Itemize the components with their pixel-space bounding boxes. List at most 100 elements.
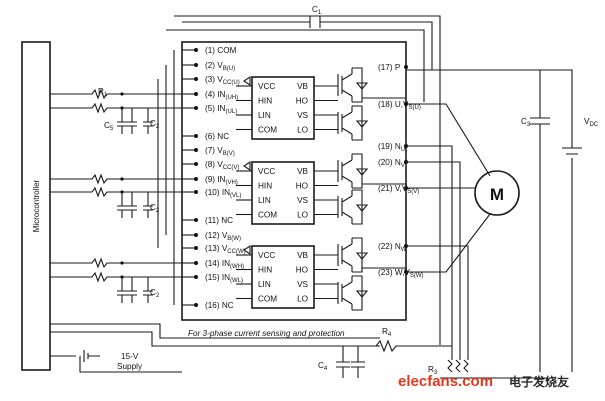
- gate-driver-3: [251, 245, 315, 309]
- right-pin-18: (18) U,VS(U): [378, 100, 421, 111]
- top-bus-outer: [174, 15, 441, 345]
- gate-driver-2: [251, 161, 315, 225]
- right-pin-23: (23) W,VS(W): [378, 268, 424, 279]
- sensing-bus-2: [50, 331, 380, 347]
- left-pin-2: (2) VB(U): [205, 61, 235, 72]
- r3-label: R3: [428, 365, 438, 376]
- input-capacitor: [117, 277, 127, 303]
- driver-pin-left: LIN: [258, 196, 271, 205]
- driver-pin-left: COM: [258, 126, 277, 135]
- motor-symbol: [474, 170, 520, 216]
- left-pin-15: (15) IN(WL): [205, 273, 243, 284]
- nv-line: [406, 161, 461, 360]
- igbt-2-high: [337, 153, 369, 189]
- nw-line: [406, 245, 469, 360]
- motor-label: M: [490, 185, 504, 204]
- right-pin-labels: (17) P(18) U,VS(U)(19) NU(20) NV(21) V,V…: [378, 63, 424, 279]
- igbt-1-high: [337, 67, 369, 103]
- input-line: [50, 257, 182, 269]
- input-line: [50, 271, 182, 283]
- left-pin-10: (10) IN(VL): [205, 188, 241, 199]
- junction-dot: [120, 261, 124, 265]
- igbt-2-low: [337, 189, 369, 225]
- input-capacitor: [127, 108, 137, 134]
- driver-pin-left: HIN: [258, 182, 272, 191]
- input-line: [50, 186, 182, 198]
- c1-wire: [182, 21, 433, 70]
- driver-pin-right: HO: [296, 266, 308, 275]
- driver-pin-left: VCC: [258, 251, 275, 260]
- driver-pin-left: VCC: [258, 167, 275, 176]
- sensing-label: For 3-phase current sensing and protecti…: [188, 329, 345, 338]
- driver-pin-right: VS: [297, 196, 308, 205]
- ipm-module-box: [181, 41, 407, 321]
- bootstrap-diode: [243, 75, 251, 87]
- input-capacitor: [117, 108, 127, 134]
- watermark-logo: elecfans.com: [398, 373, 493, 390]
- left-pin-labels: (1) COM(2) VB(U)(3) VCC(U)(4) IN(UH)(5) …: [205, 46, 246, 310]
- left-pin-8: (8) VCC(V): [205, 160, 239, 171]
- driver-pin-left: COM: [258, 295, 277, 304]
- supply-label: Supply: [117, 362, 143, 371]
- pin-dot: [404, 65, 408, 69]
- left-pin-14: (14) IN(WH): [205, 259, 244, 270]
- c1-symbol: [309, 16, 321, 28]
- left-pin-3: (3) VCC(U): [205, 75, 240, 86]
- left-pin-9: (9) IN(VH): [205, 175, 238, 186]
- r4-label: R4: [382, 327, 392, 338]
- input-capacitor: [143, 108, 153, 134]
- input-capacitor: [127, 277, 137, 303]
- driver-pin-left: LIN: [258, 280, 271, 289]
- driver-pin-right: VB: [297, 167, 308, 176]
- driver-pin-right: LO: [297, 126, 308, 135]
- left-pin-11: (11) NC: [205, 216, 233, 225]
- input-line: [50, 102, 182, 114]
- driver-pin-right: VB: [297, 251, 308, 260]
- c2-label: C2: [150, 203, 160, 214]
- bootstrap-diode: [243, 244, 251, 256]
- junction-dot: [120, 177, 124, 181]
- c2-label: C2: [150, 288, 160, 299]
- c3-label: C3: [521, 117, 531, 128]
- c3-capacitor: [530, 70, 550, 372]
- input-capacitor: [127, 192, 137, 218]
- left-pin-5: (5) IN(UL): [205, 104, 237, 115]
- phase-w-line: [406, 213, 491, 273]
- driver-pin-right: HO: [296, 97, 308, 106]
- microcontroller-label: Microcontroller: [32, 179, 41, 232]
- left-pin-4: (4) IN(UH): [205, 90, 238, 101]
- supply-source: [50, 350, 182, 373]
- c2-label: C2: [150, 119, 160, 130]
- input-capacitor: [117, 192, 127, 218]
- igbt-3-high: [337, 237, 369, 273]
- driver-pin-right: LO: [297, 211, 308, 220]
- vdc-label: VDC: [584, 117, 599, 128]
- input-line: [50, 88, 182, 100]
- driver-pin-left: COM: [258, 211, 277, 220]
- junction-dot: [120, 92, 124, 96]
- phase-u-line: [406, 103, 491, 177]
- input-capacitor: [143, 192, 153, 218]
- right-pin-19: (19) NU: [378, 142, 405, 153]
- driver-pin-right: VS: [297, 280, 308, 289]
- sensing-bus-1: [50, 323, 380, 339]
- r4-resistor: [375, 339, 452, 353]
- gate-driver-1: [251, 76, 315, 140]
- driver-pin-right: LO: [297, 295, 308, 304]
- igbt-3-low: [337, 275, 369, 311]
- driver-pin-right: HO: [296, 182, 308, 191]
- c5-label: C5: [104, 121, 114, 132]
- left-pin-13: (13) VCC(W): [205, 244, 246, 255]
- input-line: [50, 173, 182, 185]
- igbt-1-low: [337, 105, 369, 141]
- nu-line: [406, 145, 453, 360]
- driver-pin-left: VCC: [258, 82, 275, 91]
- c4-capacitors: [336, 346, 365, 378]
- driver-pin-right: VS: [297, 111, 308, 120]
- bootstrap-diode: [243, 160, 251, 172]
- microcontroller-block: [21, 41, 51, 371]
- vdc-battery: [562, 147, 582, 155]
- igbt-stacks: [337, 67, 406, 311]
